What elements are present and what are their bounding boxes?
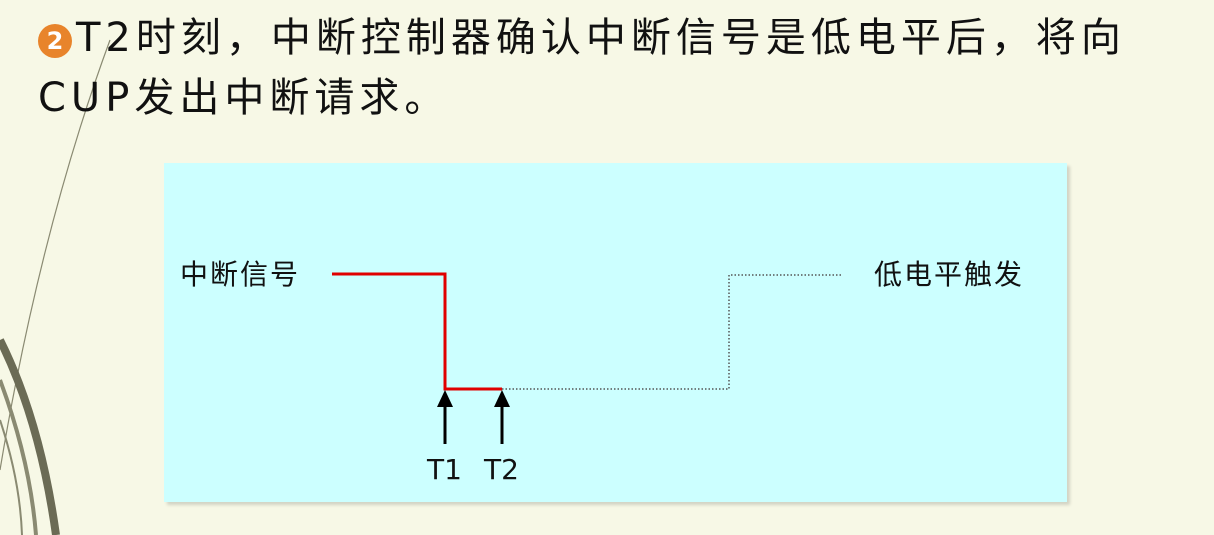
timing-diagram: 中断信号 低电平触发 T1 T2 — [164, 163, 1067, 502]
decor-curve — [0, 419, 23, 535]
step-number-badge: 2 — [38, 24, 72, 58]
signal-label: 中断信号 — [180, 258, 301, 291]
time-arrow-t2 — [494, 390, 510, 444]
time-label-t1: T1 — [427, 453, 462, 486]
heading-text: T2时刻，中断控制器确认中断信号是低电平后，将向CUP发出中断请求。 — [38, 15, 1126, 121]
decor-curve — [0, 379, 38, 535]
time-label-t2: T2 — [484, 453, 519, 486]
pending-signal-line — [502, 274, 842, 390]
active-signal-line — [332, 272, 502, 391]
trigger-mode-label: 低电平触发 — [874, 258, 1025, 291]
timing-diagram-canvas — [332, 272, 842, 444]
decor-curve — [0, 338, 60, 535]
time-arrow-t1 — [437, 390, 453, 444]
